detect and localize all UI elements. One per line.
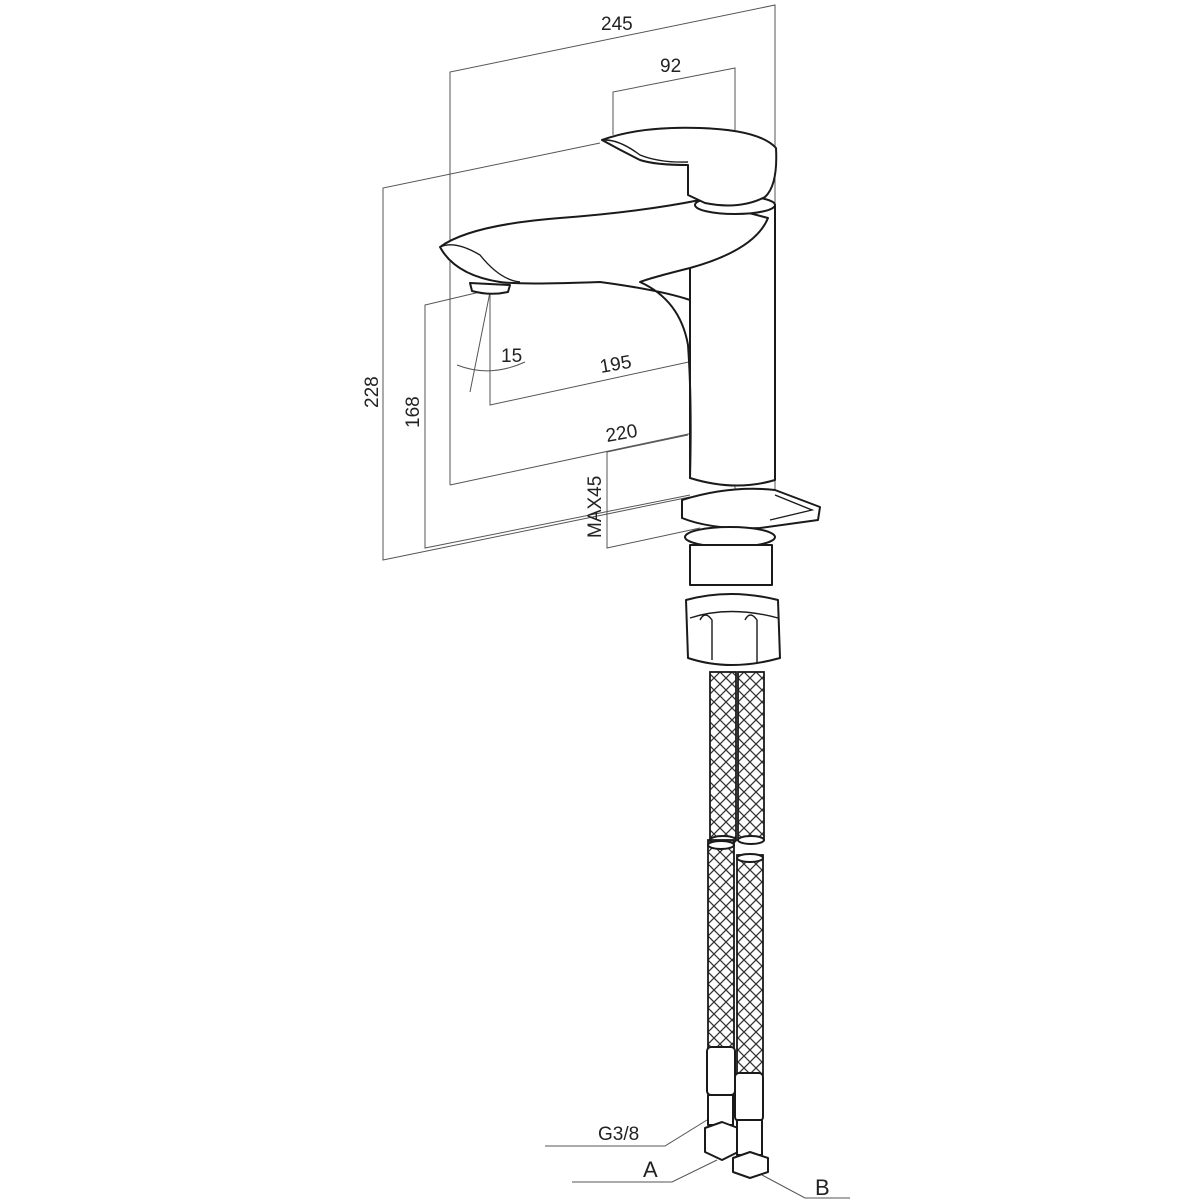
dim-label-228: 228 <box>362 376 383 408</box>
spout <box>439 199 769 479</box>
dim-228 <box>382 142 691 561</box>
hose-a-fitting <box>704 1046 739 1161</box>
dim-max45 <box>606 434 701 549</box>
dim-220 <box>449 423 736 486</box>
callout-hose-b: B <box>815 1175 830 1200</box>
base-ring <box>681 487 821 530</box>
callout-hose-a: A <box>643 1157 658 1182</box>
leader-b <box>761 1174 850 1199</box>
dim-label-max45: MAX45 <box>585 476 606 538</box>
dimension-lines <box>382 4 850 1199</box>
dim-label-220: 220 <box>604 421 639 447</box>
dim-195 <box>489 292 736 406</box>
hose-b-fitting <box>732 1072 769 1179</box>
threaded-shank <box>689 544 773 586</box>
hose-b-lower <box>736 854 764 1076</box>
dim-label-195: 195 <box>598 352 633 378</box>
dim-label-92: 92 <box>660 56 681 77</box>
dim-angle-15 <box>456 291 526 393</box>
faucet-body <box>439 126 821 666</box>
hose-a-lower <box>707 839 735 1051</box>
hose-b-upper <box>737 671 765 841</box>
leader-g38 <box>545 1119 708 1147</box>
leader-a <box>572 1159 718 1183</box>
dim-label-245: 245 <box>601 14 633 35</box>
dim-label-15: 15 <box>501 346 522 367</box>
lever-handle <box>601 126 778 207</box>
dim-168 <box>424 291 691 549</box>
supply-hoses <box>704 671 769 1179</box>
callout-thread-g38: G3/8 <box>598 1124 639 1145</box>
column <box>689 204 776 487</box>
aerator <box>469 282 511 295</box>
dim-label-168: 168 <box>403 396 424 428</box>
fixing-nut <box>685 593 781 666</box>
hose-a-upper <box>709 671 737 841</box>
